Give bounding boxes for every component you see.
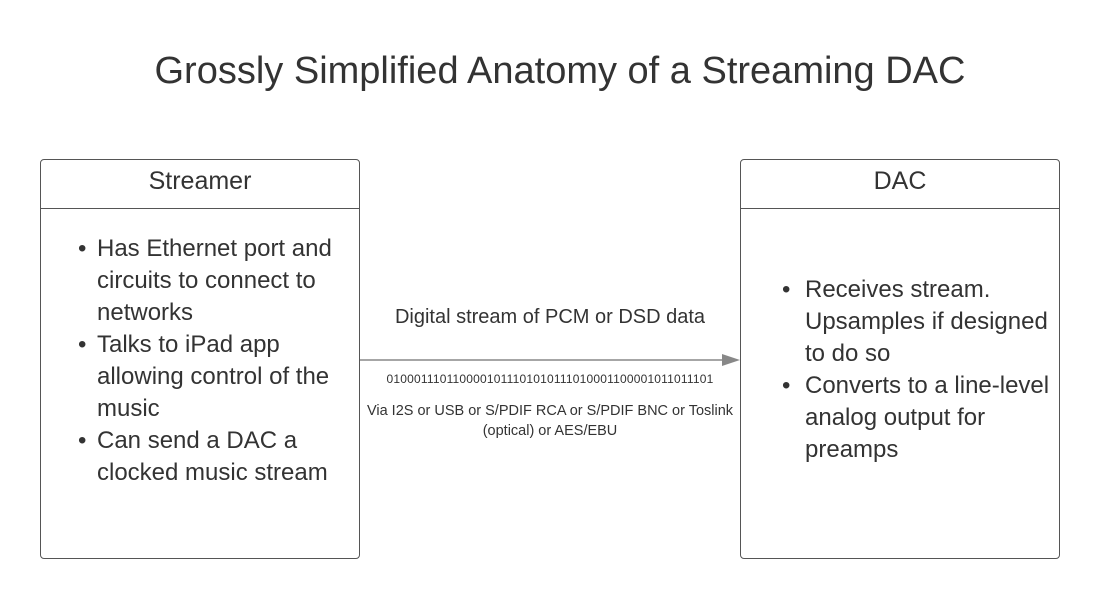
streamer-header: Streamer [41, 160, 359, 209]
streamer-bullet: Has Ethernet port and circuits to connec… [41, 233, 359, 329]
connection-arrow-head [722, 354, 740, 366]
connection-arrow [360, 354, 740, 366]
streamer-bullet-list: Has Ethernet port and circuits to connec… [41, 233, 359, 489]
connection-label: Digital stream of PCM or DSD data [394, 306, 706, 328]
dac-header: DAC [741, 160, 1059, 209]
diagram-title: Grossly Simplified Anatomy of a Streamin… [154, 50, 966, 92]
dac-bullet-list: Receives stream. Upsamples if designed t… [741, 274, 1059, 466]
dac-box: DAC Receives stream. Upsamples if design… [740, 159, 1060, 559]
dac-bullet: Receives stream. Upsamples if designed t… [741, 274, 1059, 370]
dac-bullet: Converts to a line-level analog output f… [741, 370, 1059, 466]
streamer-bullet: Talks to iPad app allowing control of th… [41, 329, 359, 425]
streamer-bullet: Can send a DAC a clocked music stream [41, 425, 359, 489]
streamer-box: Streamer Has Ethernet port and circuits … [40, 159, 360, 559]
connection-interfaces: Via I2S or USB or S/PDIF RCA or S/PDIF B… [366, 403, 734, 439]
connection-bit-stream: 0100011101100001011101010111010001100001… [386, 372, 714, 386]
